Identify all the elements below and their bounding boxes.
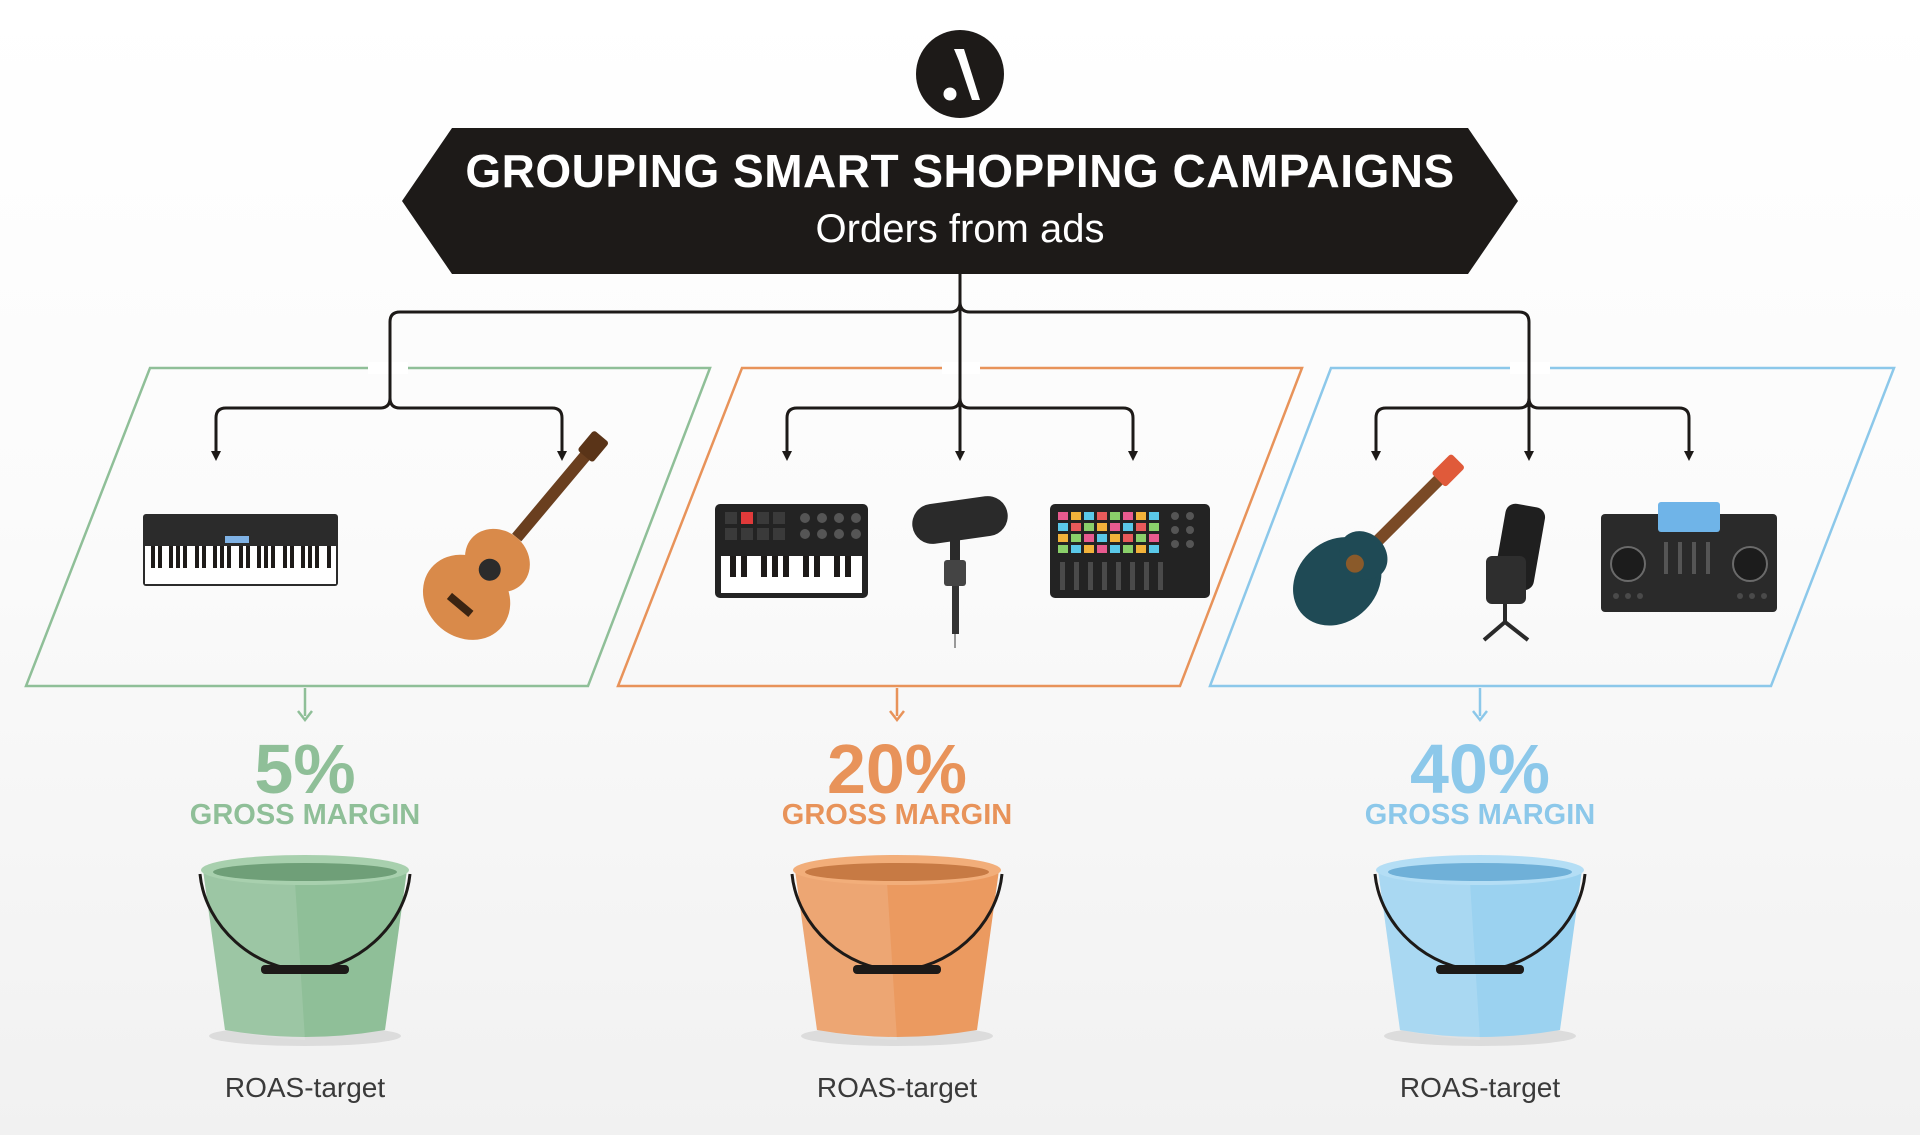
page-title: GROUPING SMART SHOPPING CAMPAIGNS: [465, 145, 1455, 197]
condenser-microphone-icon: [1482, 503, 1546, 642]
group-frame-green: [24, 366, 712, 688]
page-subtitle: Orders from ads: [815, 207, 1105, 251]
acoustic-guitar-icon: [422, 431, 609, 640]
title-banner: GROUPING SMART SHOPPING CAMPAIGNS Orders…: [402, 128, 1518, 274]
brand-logo: [916, 30, 1004, 118]
group-frame-blue: [1208, 366, 1896, 688]
margin-percent-green: 5%: [254, 730, 356, 808]
launchpad-controller-icon: [1050, 504, 1210, 598]
roas-target-label-green: ROAS-target: [224, 1072, 386, 1103]
electro-acoustic-guitar-icon: [1293, 454, 1464, 626]
microphone-icon: [912, 496, 1008, 648]
margin-label-blue: GROSS MARGIN: [1364, 799, 1596, 831]
bucket-blue-icon: [1373, 855, 1587, 1046]
keyboard-piano-icon: [143, 514, 338, 586]
dj-controller-icon: [1601, 502, 1777, 612]
margin-percent-orange: 20%: [826, 730, 968, 808]
roas-target-label-orange: ROAS-target: [816, 1072, 978, 1103]
group-frame-orange: [616, 366, 1304, 688]
margin-percent-blue: 40%: [1409, 730, 1551, 808]
margin-label-orange: GROSS MARGIN: [781, 799, 1013, 831]
midi-keyboard-icon: [715, 504, 868, 598]
margin-label-green: GROSS MARGIN: [189, 799, 421, 831]
bucket-orange-icon: [790, 855, 1004, 1046]
roas-target-label-blue: ROAS-target: [1399, 1072, 1561, 1103]
connector-tree: [211, 274, 1694, 461]
bucket-green-icon: [198, 855, 412, 1046]
